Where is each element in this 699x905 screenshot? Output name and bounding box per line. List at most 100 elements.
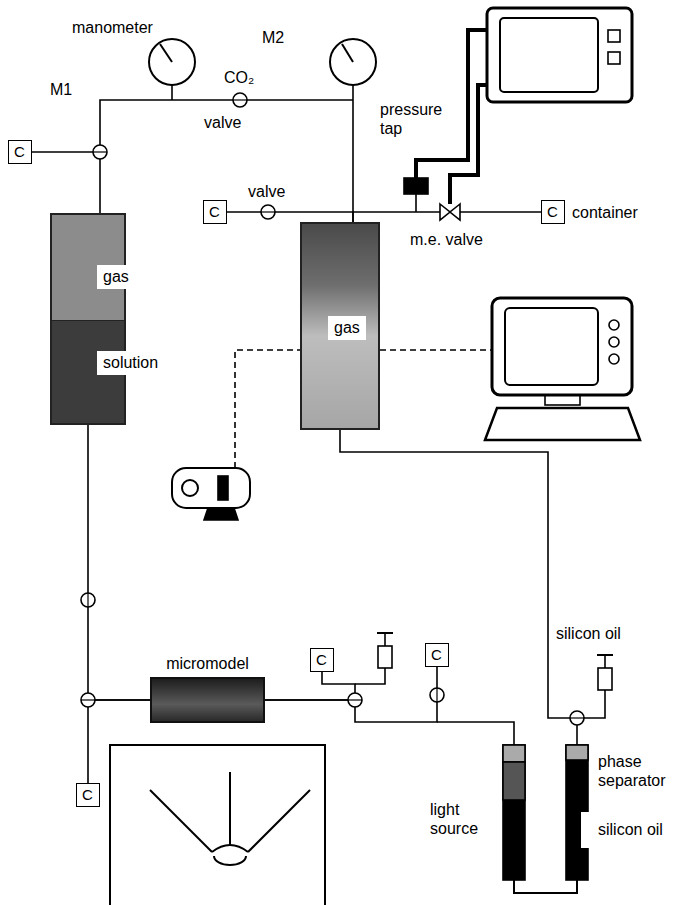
pipe: [100, 100, 353, 152]
part-label: valve: [204, 113, 241, 132]
connection-box: C: [310, 648, 334, 672]
part-label: manometer: [72, 18, 153, 37]
syringe: [598, 668, 612, 690]
part-label: pressure tap: [380, 100, 452, 138]
video-link: [380, 349, 492, 351]
part-label: valve: [248, 182, 285, 201]
monitor-button: [609, 337, 619, 347]
pipe: [340, 430, 570, 718]
pipe-connector: [88, 425, 150, 700]
solution-chamber: solution: [50, 320, 126, 425]
separator-tube: [503, 745, 525, 880]
lamp-filament: [229, 772, 231, 846]
box-letter: C: [547, 203, 558, 220]
box-letter: C: [209, 203, 220, 220]
camera-body: [172, 468, 250, 508]
lamp-bulb: [214, 856, 246, 865]
syringe-plunger: [384, 633, 386, 646]
pipe: [355, 668, 385, 684]
connection-box: C: [8, 140, 32, 164]
video-link: [235, 350, 300, 468]
manometer-dial: [149, 39, 195, 85]
connection-box: C: [425, 643, 449, 667]
pipe: [352, 85, 354, 212]
part-label: solution: [97, 351, 164, 375]
separator-phase: [566, 745, 588, 760]
pipe: [171, 85, 173, 100]
part-label: light source: [430, 800, 492, 838]
syringe-plunger: [377, 632, 393, 634]
valve: [233, 93, 247, 107]
valve-bore: [436, 688, 437, 702]
part-label: silicon oil: [556, 624, 621, 643]
connection-box: C: [203, 200, 227, 224]
connection-box: C: [76, 783, 100, 807]
valve-bore: [93, 151, 107, 152]
syringe-plunger: [604, 655, 606, 668]
valve: [81, 693, 95, 707]
part-label: phase separator: [598, 752, 693, 790]
pipe: [576, 725, 578, 745]
part-label: gas: [328, 316, 366, 340]
syringe: [378, 646, 392, 668]
valve-bore: [261, 211, 275, 212]
separator-tube: [566, 745, 588, 880]
gas-cylinder: gas: [300, 222, 380, 430]
signal-cable: [450, 85, 487, 204]
separator-window: [581, 812, 589, 848]
manometer-needle: [342, 44, 353, 62]
box-letter: C: [14, 143, 25, 160]
part-label: silicon oil: [598, 820, 663, 839]
camera-lens: [182, 480, 198, 496]
reflector: [248, 790, 310, 852]
part-label: gas: [97, 265, 135, 289]
pipe: [437, 722, 514, 745]
part-label: CO₂: [224, 68, 254, 87]
pipe-connector: [227, 212, 353, 222]
separator-phase: [503, 745, 525, 762]
monitor-stand: [545, 395, 580, 405]
part-label: M2: [262, 28, 284, 47]
monitor-screen: [505, 308, 598, 385]
pipe: [584, 690, 605, 718]
valve: [348, 693, 362, 707]
box-letter: C: [82, 786, 93, 803]
camera-part: [218, 476, 228, 500]
camera-base: [204, 508, 238, 520]
valve: [570, 711, 584, 725]
part-label: M1: [50, 80, 72, 99]
pipe: [514, 880, 577, 893]
separator-phase: [503, 762, 525, 800]
part-label: container: [572, 203, 638, 222]
monitor-button: [608, 52, 620, 64]
computer-monitor: [487, 8, 632, 102]
lamp-bulb: [212, 845, 248, 852]
valve: [81, 593, 95, 607]
gas-chamber: gas: [50, 213, 126, 320]
micromodel-cell: micromodel: [150, 677, 265, 723]
keyboard: [485, 408, 640, 440]
pipe-connector: [265, 672, 355, 700]
valve-bore: [570, 717, 584, 718]
monitor-screen: [500, 18, 598, 92]
monitor-button: [608, 30, 620, 42]
monitor-button: [609, 320, 619, 330]
monitor-button: [609, 354, 619, 364]
manometer-dial: [330, 39, 376, 85]
pipe-connector: [88, 700, 150, 783]
pipe: [415, 194, 417, 212]
valve-bore: [348, 699, 362, 700]
valve-bore: [233, 99, 247, 100]
container-box: C: [541, 200, 565, 224]
part-label: m.e. valve: [410, 230, 483, 249]
pressure-tap: [404, 178, 428, 194]
box-letter: C: [431, 646, 442, 663]
manometer-needle: [160, 44, 172, 62]
valve: [93, 145, 107, 159]
part-label: micromodel: [166, 655, 249, 673]
reflector: [150, 790, 212, 852]
syringe-plunger: [597, 654, 613, 656]
